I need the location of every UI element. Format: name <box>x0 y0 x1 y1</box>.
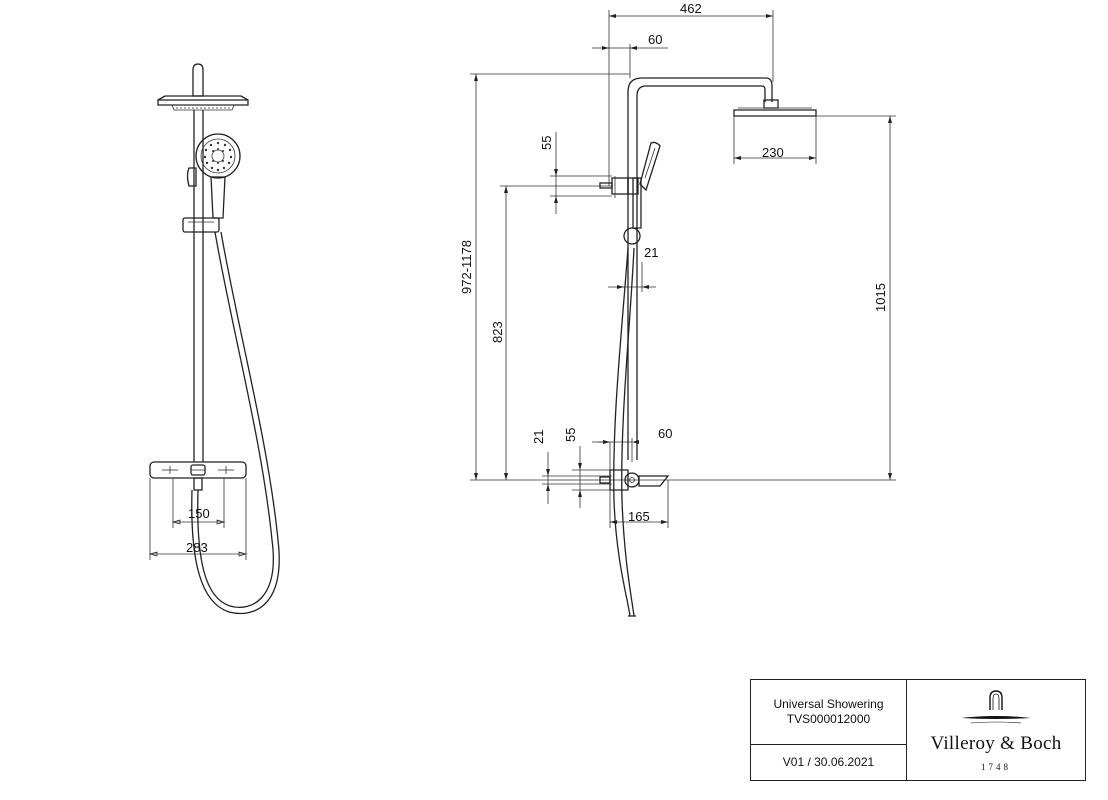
dim-55-bottom: 55 <box>563 428 578 442</box>
dim-230: 230 <box>762 145 784 160</box>
dim-60-top: 60 <box>648 32 662 47</box>
brand-logo-icon <box>961 690 1031 724</box>
dim-1015: 1015 <box>873 283 888 312</box>
dim-823: 823 <box>490 321 505 343</box>
title-block-info: Universal Showering TVS000012000 V01 / 3… <box>751 680 907 780</box>
dim-283: 283 <box>186 540 208 555</box>
dim-55-top: 55 <box>539 136 554 150</box>
product-code: TVS000012000 <box>786 712 871 726</box>
dim-165: 165 <box>628 509 650 524</box>
side-view <box>470 10 896 617</box>
dim-21-mid: 21 <box>644 245 658 260</box>
dim-972-1178: 972-1178 <box>459 240 474 294</box>
dim-462: 462 <box>680 1 702 16</box>
brand-year: 1748 <box>981 762 1011 772</box>
product-name: Universal Showering <box>773 697 884 711</box>
front-view <box>148 63 280 615</box>
brand-area: Villeroy & Boch 1748 <box>907 680 1085 780</box>
title-block: Universal Showering TVS000012000 V01 / 3… <box>750 679 1086 781</box>
version-date: V01 / 30.06.2021 <box>782 755 875 769</box>
dim-150: 150 <box>188 506 210 521</box>
dim-60-bottom: 60 <box>658 426 672 441</box>
product-info: Universal Showering TVS000012000 <box>751 680 906 745</box>
dim-21-bottom: 21 <box>531 430 546 444</box>
brand-name: Villeroy & Boch <box>930 733 1062 754</box>
